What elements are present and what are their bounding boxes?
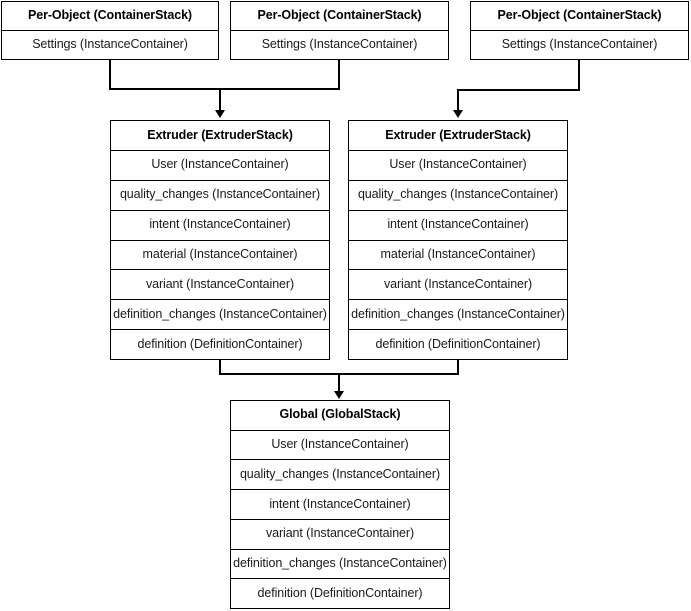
edge-perobject2-down: [338, 60, 340, 89]
global-node-row-definition-changes: definition_changes (InstanceContainer): [231, 548, 449, 579]
global-node-header: Global (GlobalStack): [279, 407, 401, 422]
extruder-node-1-row-variant: variant (InstanceContainer): [111, 269, 329, 299]
global-node-row-definition: definition (DefinitionContainer): [231, 578, 449, 608]
per-object-node-3-header: Per-Object (ContainerStack): [497, 8, 662, 23]
extruder-node-1-header: Extruder (ExtruderStack): [147, 127, 293, 142]
extruder-node-1-row-user: User (InstanceContainer): [111, 149, 329, 180]
per-object-node-3[interactable]: Per-Object (ContainerStack) Settings (In…: [470, 1, 689, 60]
global-node[interactable]: Global (GlobalStack) User (InstanceConta…: [230, 400, 450, 609]
extruder-node-2-row-intent: intent (InstanceContainer): [349, 209, 567, 240]
edge-extruder2-down: [457, 360, 459, 374]
global-node-row-user: User (InstanceContainer): [231, 429, 449, 460]
per-object-node-1-header: Per-Object (ContainerStack): [27, 8, 192, 23]
extruder-node-1-row-definition: definition (DefinitionContainer): [111, 329, 329, 359]
extruder-node-2-row-definition-changes: definition_changes (InstanceContainer): [349, 299, 567, 329]
edge-into-extruder2: [457, 89, 459, 112]
per-object-node-1[interactable]: Per-Object (ContainerStack) Settings (In…: [1, 1, 219, 60]
extruder-node-2-header: Extruder (ExtruderStack): [385, 127, 531, 142]
per-object-node-3-row-settings: Settings (InstanceContainer): [471, 30, 688, 59]
extruder-node-2-row-material: material (InstanceContainer): [349, 239, 567, 270]
extruder-node-2[interactable]: Extruder (ExtruderStack) User (InstanceC…: [348, 120, 568, 360]
arrowhead-extruder1: [215, 110, 225, 118]
extruder-node-1-row-intent: intent (InstanceContainer): [111, 209, 329, 240]
global-node-row-quality-changes: quality_changes (InstanceContainer): [231, 459, 449, 489]
extruder-node-2-row-user: User (InstanceContainer): [349, 149, 567, 180]
arrowhead-global: [334, 391, 344, 399]
edge-perobject3-down: [578, 60, 580, 90]
global-node-row-intent: intent (InstanceContainer): [231, 489, 449, 519]
arrowhead-extruder2: [453, 110, 463, 118]
extruder-node-2-row-definition: definition (DefinitionContainer): [349, 329, 567, 359]
per-object-node-1-row-settings: Settings (InstanceContainer): [2, 30, 218, 59]
extruder-node-1-row-material: material (InstanceContainer): [111, 239, 329, 270]
edge-merge-bar-extruder2: [457, 89, 580, 91]
per-object-node-2[interactable]: Per-Object (ContainerStack) Settings (In…: [230, 1, 449, 60]
extruder-node-2-row-variant: variant (InstanceContainer): [349, 269, 567, 299]
extruder-node-2-row-quality-changes: quality_changes (InstanceContainer): [349, 179, 567, 210]
edge-merge-bar-extruder1: [109, 88, 340, 90]
per-object-node-2-header: Per-Object (ContainerStack): [257, 8, 422, 23]
extruder-node-1-row-quality-changes: quality_changes (InstanceContainer): [111, 179, 329, 210]
edge-into-global: [338, 373, 340, 393]
edge-into-extruder1: [219, 88, 221, 112]
edge-perobject1-down: [109, 60, 111, 89]
extruder-node-1[interactable]: Extruder (ExtruderStack) User (InstanceC…: [110, 120, 330, 360]
per-object-node-2-row-settings: Settings (InstanceContainer): [231, 30, 448, 59]
global-node-row-variant: variant (InstanceContainer): [231, 518, 449, 549]
edge-extruder1-down: [219, 360, 221, 374]
extruder-node-1-row-definition-changes: definition_changes (InstanceContainer): [111, 299, 329, 329]
